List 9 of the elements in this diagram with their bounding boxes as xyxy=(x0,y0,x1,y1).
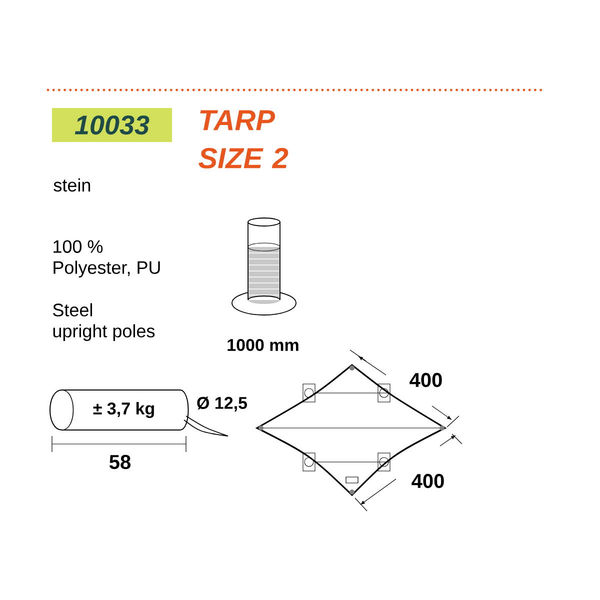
material-text: 100 % Polyester, PU xyxy=(54,240,160,278)
title: TARP SIZE 2 xyxy=(198,110,288,168)
dimension-value: 400 xyxy=(410,372,442,388)
dimension-value: 400 xyxy=(412,474,444,488)
dimension-value: 58 xyxy=(110,454,130,470)
pole-material-text: Steel upright poles xyxy=(53,303,155,341)
color-name: stein xyxy=(54,178,90,192)
product-number-badge: 10033 xyxy=(52,108,172,142)
water-column-value: 1000 mm xyxy=(228,338,298,352)
